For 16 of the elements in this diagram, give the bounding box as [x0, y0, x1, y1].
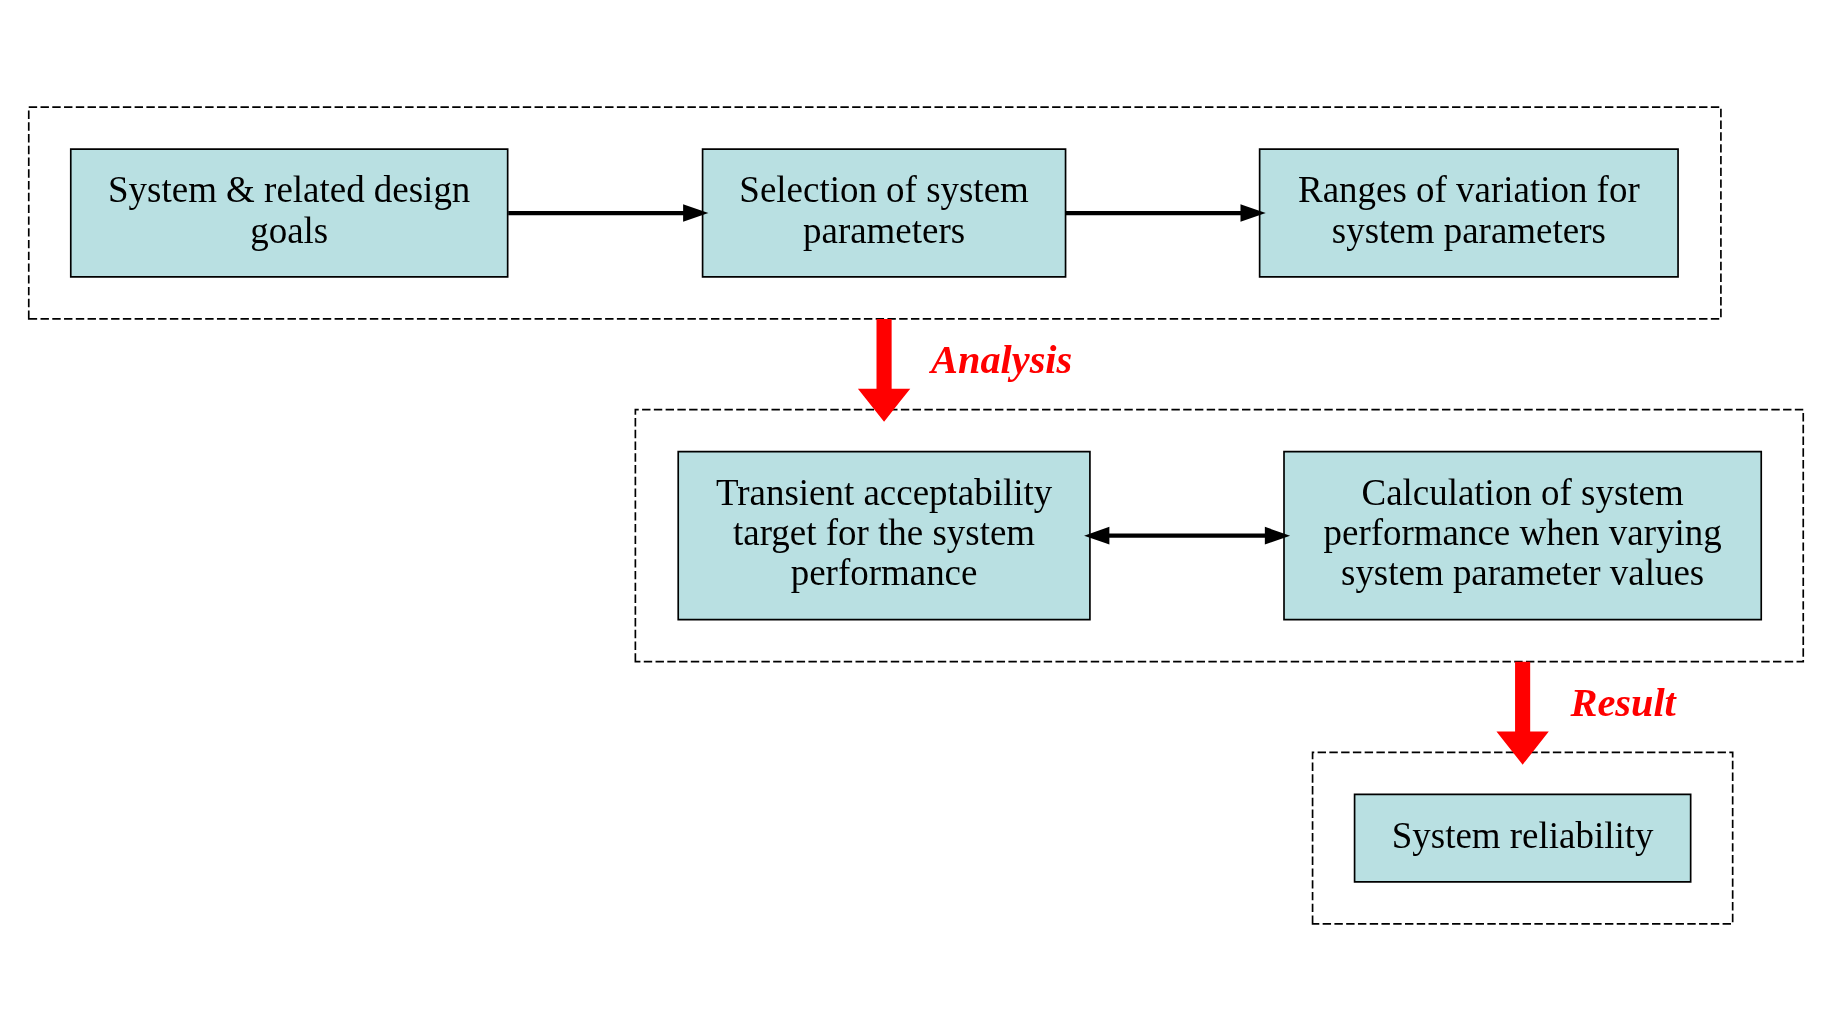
arrow	[1065, 203, 1266, 222]
node-box: Selection of system parameters	[701, 147, 1067, 278]
edge-label: Result	[1570, 679, 1676, 725]
arrow	[1496, 661, 1549, 765]
cluster	[634, 408, 1805, 663]
cluster	[27, 105, 1722, 320]
arrow	[508, 203, 709, 222]
node-box: System reliability	[1353, 793, 1692, 883]
cluster	[1311, 751, 1734, 925]
node-box: Transient acceptability target for the system performance	[677, 450, 1091, 620]
node-box: Ranges of variation for system parameters	[1258, 147, 1679, 278]
node-box: System & related design goals	[69, 147, 509, 278]
node-box: Calculation of system performance when varying system parameter values	[1283, 450, 1763, 620]
arrow	[1084, 526, 1291, 544]
arrow	[857, 318, 911, 422]
edge-label: Analysis	[931, 336, 1073, 382]
